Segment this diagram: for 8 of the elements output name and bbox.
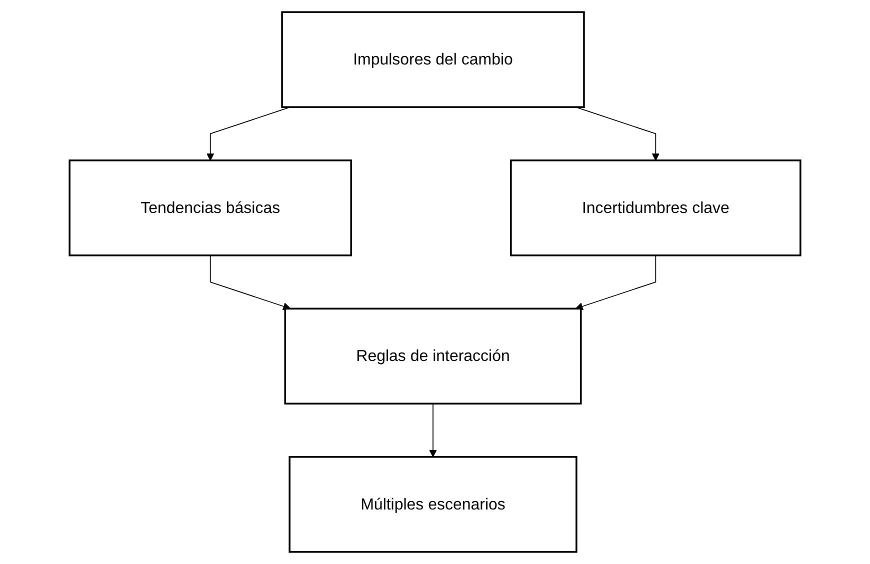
arrow [429,403,437,458]
arrow [210,254,291,310]
node-box: Tendencias básicas [68,159,352,256]
node-box: Múltiples escenarios [288,456,578,553]
node-box: Impulsores del cambio [281,11,585,108]
node-box: Incertidumbres clave [510,159,802,256]
node-box: Reglas de interacción [284,308,582,405]
arrow [575,254,656,310]
